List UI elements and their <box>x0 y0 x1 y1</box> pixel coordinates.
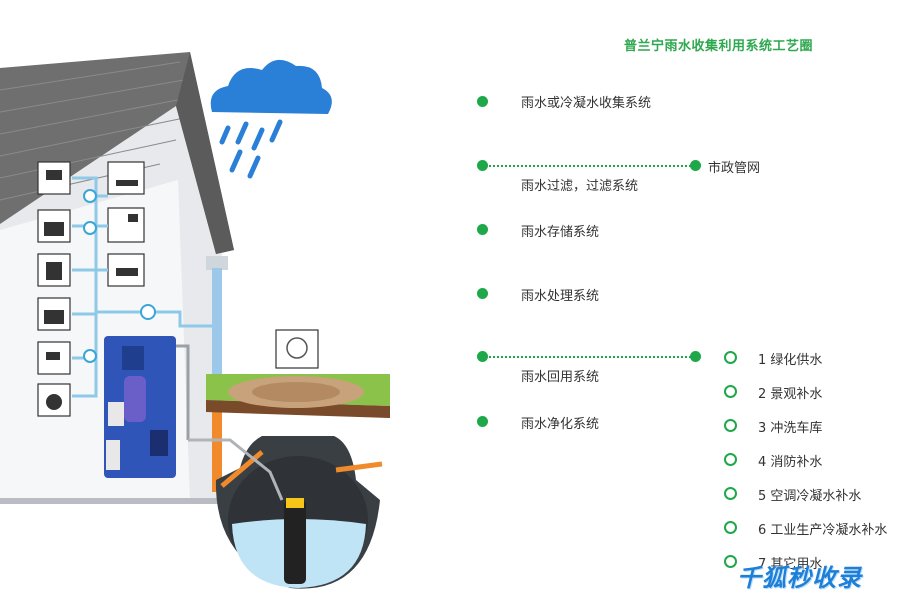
washing-machine-icon <box>46 394 62 410</box>
use-item: 5 空调冷凝水补水 <box>758 489 862 504</box>
toilet-icon <box>46 170 62 180</box>
use-item: 3 冲洗车库 <box>758 421 823 436</box>
stage-marker <box>477 160 488 171</box>
use-marker <box>724 385 737 398</box>
sink-icon <box>116 268 138 276</box>
valve-icon <box>83 221 97 235</box>
radiator-icon <box>46 262 62 280</box>
storage-tank <box>215 436 380 589</box>
use-marker <box>724 521 737 534</box>
use-item: 6 工业生产冷凝水补水 <box>758 523 888 538</box>
connector-line <box>489 165 691 167</box>
stage-marker <box>477 224 488 235</box>
stage-marker <box>477 96 488 107</box>
stage-collection-label: 雨水或冷凝水收集系统 <box>521 96 652 111</box>
valve-icon <box>140 304 156 320</box>
bucket-icon <box>44 222 64 236</box>
diagram-title: 普兰宁雨水收集利用系统工艺圈 <box>624 39 814 54</box>
municipal-marker <box>690 160 701 171</box>
use-marker <box>724 555 737 568</box>
stage-marker <box>477 351 488 362</box>
use-marker <box>724 419 737 432</box>
house-illustration <box>0 52 390 589</box>
use-item: 4 消防补水 <box>758 455 823 470</box>
use-marker <box>724 351 737 364</box>
stage-treatment-label: 雨水处理系统 <box>521 289 600 304</box>
rain-cloud-icon <box>210 59 332 179</box>
filter-icon <box>275 329 319 369</box>
cooking-pot-icon <box>44 310 64 324</box>
downspout-pipe <box>206 256 228 492</box>
watermark-logo: 千狐秒收录 <box>737 564 862 592</box>
shower-icon <box>128 214 138 222</box>
use-item: 1 绿化供水 <box>758 353 823 368</box>
tap-icon <box>46 352 60 360</box>
use-item: 2 景观补水 <box>758 387 823 402</box>
valve-icon <box>83 349 97 363</box>
stage-reuse-label: 雨水回用系统 <box>521 370 600 385</box>
stage-storage-label: 雨水存储系统 <box>521 225 600 240</box>
stage-marker <box>477 416 488 427</box>
use-marker <box>724 487 737 500</box>
appliance-icons <box>37 161 145 417</box>
bathtub-icon <box>116 180 138 186</box>
use-marker <box>724 453 737 466</box>
ground <box>206 374 390 418</box>
stage-marker <box>477 288 488 299</box>
connector-line <box>489 356 691 358</box>
pump-station <box>104 336 176 478</box>
stage-filtration-label: 雨水过滤，过滤系统 <box>521 179 639 194</box>
use-item: 7 其它用水 <box>758 557 823 572</box>
stage-purification-label: 雨水净化系统 <box>521 417 600 432</box>
municipal-network-label: 市政管网 <box>708 161 761 176</box>
reuse-branch-marker <box>690 351 701 362</box>
valve-icon <box>83 189 97 203</box>
